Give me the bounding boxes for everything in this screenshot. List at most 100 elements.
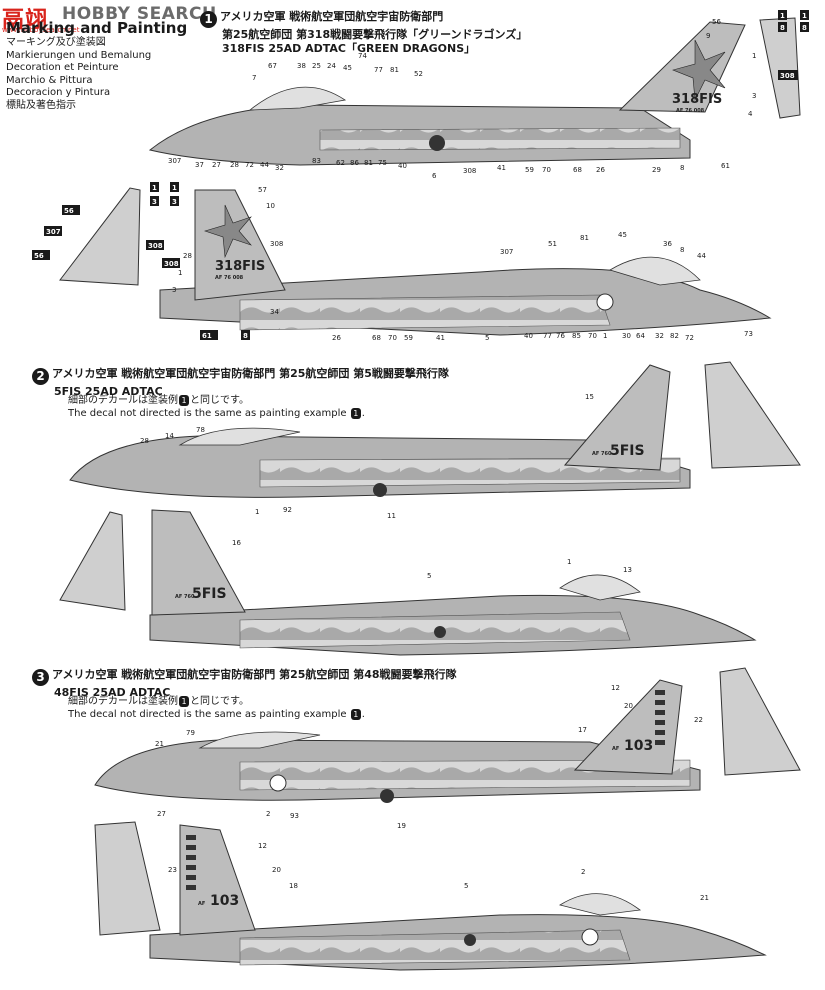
legend-line-de: Markierungen und Bemalung bbox=[6, 49, 152, 61]
scheme1-callout-47: 5 bbox=[485, 334, 489, 342]
scheme1-callout-24: 308 bbox=[463, 167, 476, 175]
scheme1-callout-41: 34 bbox=[270, 308, 279, 316]
side-box-label-9: 61 bbox=[202, 332, 212, 340]
scheme3-callout-2: 17 bbox=[578, 726, 587, 734]
scheme1-callout-5: 74 bbox=[358, 52, 367, 60]
s2-squadron-badge-icon bbox=[373, 483, 387, 497]
scheme1-callout-8: 52 bbox=[414, 70, 423, 78]
scheme2-callout-2: 78 bbox=[196, 426, 205, 434]
scheme1-callout-34: 9 bbox=[706, 32, 710, 40]
s3-tail-serial-right: AF bbox=[612, 746, 619, 752]
scheme1-callout-9: 7 bbox=[252, 74, 256, 82]
s1-tail-code-left: 318FIS bbox=[215, 259, 265, 274]
scheme2-callout-7: 16 bbox=[232, 539, 241, 547]
side-box-0 bbox=[150, 182, 159, 192]
s3-tail-serial-left: AF bbox=[198, 901, 205, 907]
scheme3-note-ref-en: 1 bbox=[350, 709, 361, 720]
legend-line-fr: Decoration et Peinture bbox=[6, 62, 119, 73]
scheme1-callout-67: 28 bbox=[183, 252, 192, 260]
s3-tail-stripes-left bbox=[186, 835, 196, 890]
scheme1-callout-33: 56 bbox=[712, 18, 721, 26]
s2-tail-code-right: 5FIS bbox=[610, 443, 645, 459]
side-box-1 bbox=[150, 196, 159, 206]
scheme2-callout-9: 1 bbox=[567, 558, 571, 566]
scheme1-callout-35: 1 bbox=[752, 52, 756, 60]
scheme1-callout-29: 26 bbox=[596, 166, 605, 174]
scheme1-callout-28: 68 bbox=[573, 166, 582, 174]
corner-box-3 bbox=[800, 22, 809, 32]
scheme1-callout-1: 38 bbox=[297, 62, 306, 70]
scheme2-callout-10: 13 bbox=[623, 566, 632, 574]
scheme2-callout-5: 92 bbox=[283, 506, 292, 514]
scheme1-callout-54: 30 bbox=[622, 332, 631, 340]
scheme3-callout-9: 19 bbox=[397, 822, 406, 830]
scheme1-line3: 318FIS 25AD ADTAC「GREEN DRAGONS」 bbox=[222, 42, 476, 55]
scheme1-callout-65: 8 bbox=[680, 246, 684, 254]
scheme1-callout-11: 37 bbox=[195, 161, 204, 169]
scheme1-callout-23: 6 bbox=[432, 172, 437, 180]
s1-dragon-star-icon bbox=[672, 39, 726, 102]
scheme1-callout-13: 28 bbox=[230, 161, 239, 169]
side-box-label-10: 8 bbox=[243, 332, 248, 340]
watermark-url: www.hobbysearch.net bbox=[2, 26, 80, 34]
s2-aircraft-left: 5FIS AF 760 bbox=[149, 509, 757, 656]
scheme1-callout-15: 44 bbox=[260, 161, 269, 169]
scheme1-callout-37: 4 bbox=[748, 110, 753, 118]
scheme1-callout-62: 81 bbox=[580, 234, 589, 242]
s3-tail-code-right: 103 bbox=[624, 738, 653, 754]
s3-aircraft-left: 103 AF bbox=[149, 824, 767, 971]
scheme1-callout-53: 1 bbox=[603, 332, 607, 340]
side-box-label-3: 3 bbox=[172, 198, 177, 206]
scheme1-callout-44: 70 bbox=[388, 334, 397, 342]
scheme1-callout-26: 59 bbox=[525, 166, 534, 174]
scheme1-callout-40: 308 bbox=[270, 240, 283, 248]
side-box-label-6: 308 bbox=[164, 260, 179, 268]
s2-squadron-badge-icon-left bbox=[434, 626, 446, 638]
corner-box-label-4: 308 bbox=[780, 72, 795, 80]
scheme1-callout-64: 36 bbox=[663, 240, 672, 248]
scheme3-line2: 48FIS 25AD ADTAC bbox=[54, 686, 171, 699]
s2-stabilizers bbox=[59, 361, 801, 611]
s1-tail-serial-right: AF 76 008 bbox=[676, 108, 705, 114]
scheme1-callout-22: 40 bbox=[398, 162, 407, 170]
scheme1-callout-48: 40 bbox=[524, 332, 533, 340]
scheme1-callout-56: 32 bbox=[655, 332, 664, 340]
side-box-7 bbox=[62, 205, 80, 215]
s1-tail-code-right: 318FIS bbox=[672, 92, 722, 107]
scheme1-callout-50: 76 bbox=[556, 332, 565, 340]
scheme1-callout-58: 72 bbox=[685, 334, 694, 342]
scheme2-note-jp-tail: と同じです。 bbox=[190, 395, 249, 406]
s1-aircraft-right: 318FIS AF 76 008 bbox=[148, 21, 746, 166]
s1-squadron-badge-icon bbox=[429, 135, 445, 151]
scheme1-callout-45: 59 bbox=[404, 334, 413, 342]
s3-national-insignia-icon-left bbox=[581, 928, 599, 946]
scheme3-callout-16: 21 bbox=[700, 894, 709, 902]
scheme1-callout-42: 26 bbox=[332, 334, 341, 342]
scheme1-callout-0: 67 bbox=[268, 62, 277, 70]
scheme2-note-en: The decal not directed is the same as pa… bbox=[68, 408, 347, 419]
scheme2-callout-8: 5 bbox=[427, 572, 431, 580]
scheme1-callout-39: 10 bbox=[266, 202, 275, 210]
corner-box-label-0: 1 bbox=[780, 12, 785, 20]
scheme3-note-jp: 細部のデカールは塗装例 bbox=[68, 696, 178, 707]
s2-tail-serial-left: AF 760 bbox=[175, 594, 195, 600]
scheme2-callout-6: 11 bbox=[387, 512, 396, 520]
s1-stabilizers bbox=[59, 17, 801, 286]
scheme1-callout-4: 45 bbox=[343, 64, 352, 72]
watermark-logo-cn: 鬲翊 bbox=[2, 8, 49, 33]
scheme1-callout-21: 75 bbox=[378, 159, 387, 167]
s1-dragon-star-icon-left bbox=[204, 204, 252, 259]
scheme1-callout-30: 29 bbox=[652, 166, 661, 174]
legend-line-cn: 標貼及著色指示 bbox=[6, 99, 76, 111]
scheme1-callout-2: 25 bbox=[312, 62, 321, 70]
scheme3-callout-12: 23 bbox=[168, 866, 177, 874]
scheme2-line2: 5FIS 25AD ADTAC bbox=[54, 385, 163, 398]
scheme3-callout-0: 12 bbox=[611, 684, 620, 692]
scheme3-callout-11: 20 bbox=[272, 866, 281, 874]
corner-box-label-3: 8 bbox=[802, 24, 807, 32]
